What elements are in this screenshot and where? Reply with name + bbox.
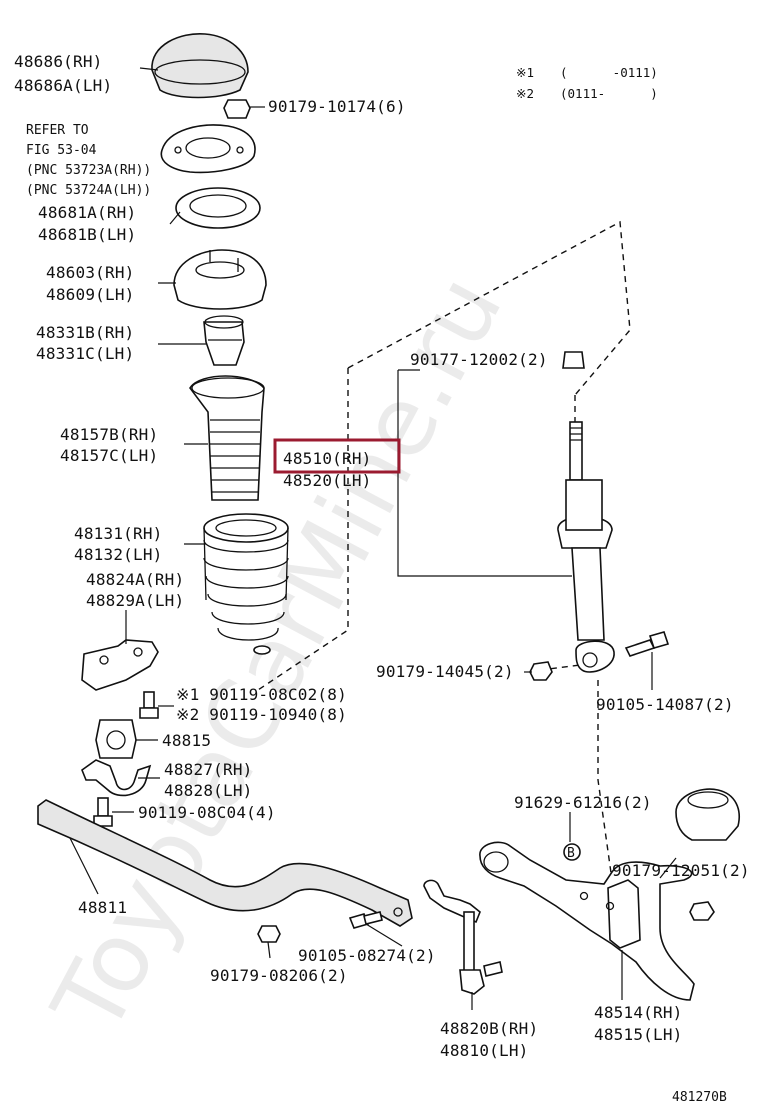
stabilizer-bracket xyxy=(81,639,159,691)
label-90179-14045: 90179-14045(2) xyxy=(376,662,514,681)
refer-line-3: (PNC 53723A(RH)) xyxy=(26,163,151,178)
label-90119-10940: ※2 90119-10940(8) xyxy=(176,705,347,724)
note-2-mark: ※2 xyxy=(516,86,534,101)
label-48829a: 48829A(LH) xyxy=(86,591,184,610)
lower-mount-bolt xyxy=(624,631,670,657)
label-90105-08274: 90105-08274(2) xyxy=(298,946,436,965)
b-mark-circle xyxy=(563,843,581,861)
bound-stopper xyxy=(203,315,245,366)
refer-line-2: FIG 53-04 xyxy=(26,143,97,158)
lower-control-arm xyxy=(479,788,740,1001)
label-48681a: 48681A(RH) xyxy=(38,203,136,222)
label-48681b: 48681B(LH) xyxy=(38,225,136,244)
label-48515: 48515(LH) xyxy=(594,1025,683,1044)
arm-nut xyxy=(689,901,715,921)
label-48811: 48811 xyxy=(78,898,127,917)
label-90105-14087: 90105-14087(2) xyxy=(596,695,734,714)
refer-line-1: REFER TO xyxy=(26,123,89,138)
lower-dash xyxy=(597,680,613,881)
label-48815: 48815 xyxy=(162,731,211,750)
lower-mount-nut xyxy=(529,661,553,681)
label-48157c: 48157C(LH) xyxy=(60,446,158,465)
label-90179-12051: 90179-12051(2) xyxy=(612,861,750,880)
note-1-mark: ※1 xyxy=(516,65,534,80)
bolt-dash xyxy=(539,664,581,671)
label-48131: 48131(RH) xyxy=(74,524,163,543)
label-90119-08c04: 90119-08C04(4) xyxy=(138,803,276,822)
label-48828: 48828(LH) xyxy=(164,781,253,800)
label-90179-10174: 90179-10174(6) xyxy=(268,97,406,116)
label-48331c: 48331C(LH) xyxy=(36,344,134,363)
figure-id: 481270B xyxy=(672,1090,727,1105)
mount-cap xyxy=(151,33,249,99)
refer-line-4: (PNC 53724A(LH)) xyxy=(26,183,151,198)
label-48331b: 48331B(RH) xyxy=(36,323,134,342)
label-48603: 48603(RH) xyxy=(46,263,135,282)
label-48827: 48827(RH) xyxy=(164,760,253,779)
label-90179-08206: 90179-08206(2) xyxy=(210,966,348,985)
label-48810: 48810(LH) xyxy=(440,1041,529,1060)
coil-spring xyxy=(203,513,289,655)
assembly-outline xyxy=(257,220,631,691)
label-48686: 48686(RH) xyxy=(14,52,103,71)
stabilizer-clamp xyxy=(81,759,152,797)
label-48824a: 48824A(RH) xyxy=(86,570,184,589)
link-nut xyxy=(257,925,281,943)
shock-absorber xyxy=(557,351,615,673)
highlight-box xyxy=(273,438,401,474)
label-90119-08c02: ※1 90119-08C02(8) xyxy=(176,685,347,704)
upper-support xyxy=(173,249,267,310)
stabilizer-bushing xyxy=(95,719,137,759)
upper-seat xyxy=(175,187,261,229)
note-2-range: (0111- ) xyxy=(560,86,658,101)
bracket-bolt xyxy=(139,691,159,719)
support-plate xyxy=(160,124,256,174)
label-48820b: 48820B(RH) xyxy=(440,1019,538,1038)
clamp-bolt xyxy=(93,797,113,827)
stabilizer-bar xyxy=(37,799,413,927)
mount-nut xyxy=(223,99,265,119)
label-48510: 48510(RH) xyxy=(283,449,372,468)
b-mark: B xyxy=(567,846,575,861)
stabilizer-link xyxy=(423,879,503,995)
label-48514: 48514(RH) xyxy=(594,1003,683,1022)
label-48157b: 48157B(RH) xyxy=(60,425,158,444)
label-48609: 48609(LH) xyxy=(46,285,135,304)
label-48686a: 48686A(LH) xyxy=(14,76,112,95)
label-90177-12002: 90177-12002(2) xyxy=(410,350,548,369)
label-91629-61216: 91629-61216(2) xyxy=(514,793,652,812)
label-48520: 48520(LH) xyxy=(283,471,372,490)
dust-boot xyxy=(189,375,265,501)
note-1-range: ( -0111) xyxy=(560,65,658,80)
label-48132: 48132(LH) xyxy=(74,545,163,564)
link-bolt xyxy=(348,911,383,929)
